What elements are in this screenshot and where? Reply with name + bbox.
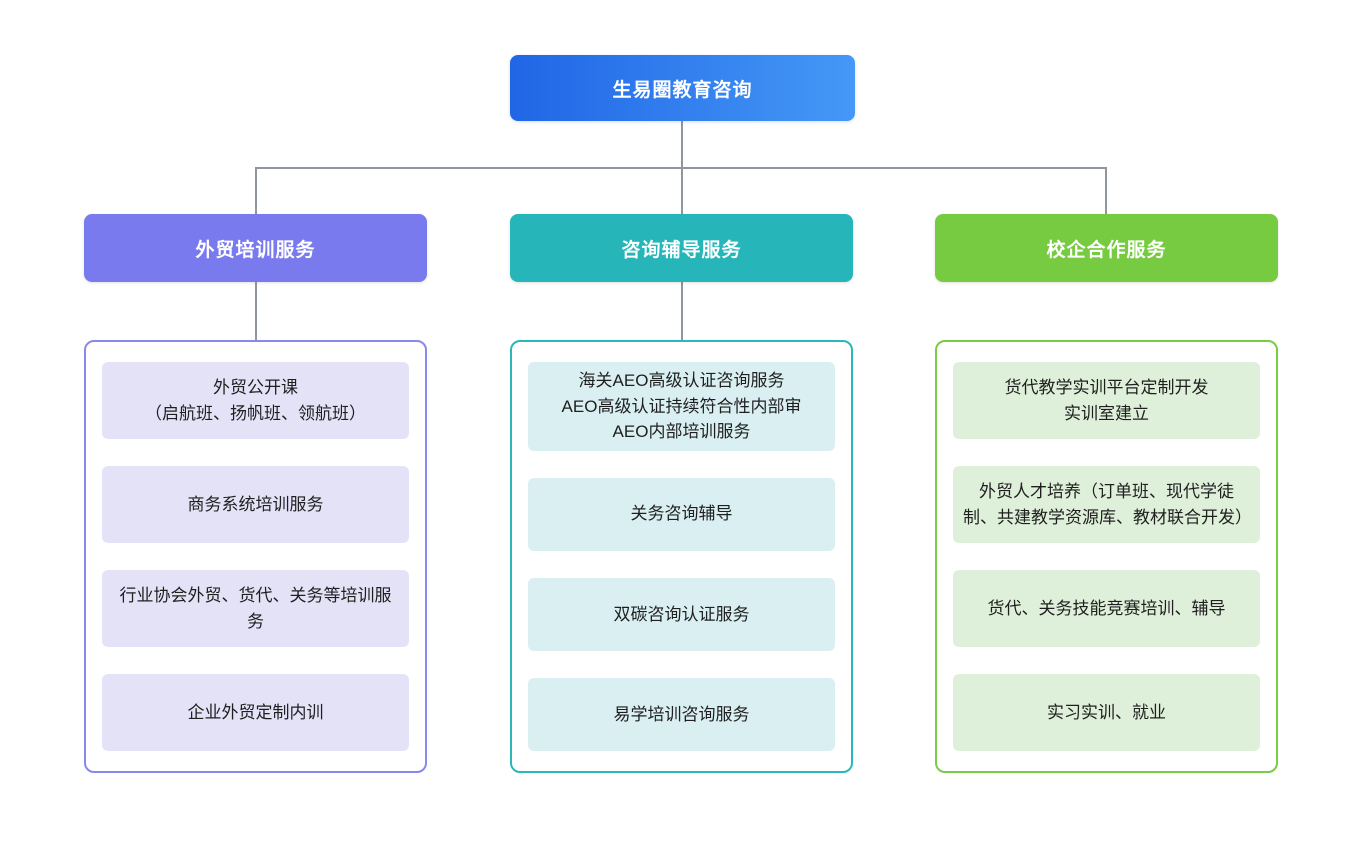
service-item: 商务系统培训服务 [102,466,409,543]
branch-container-consulting-coaching: 海关AEO高级认证咨询服务 AEO高级认证持续符合性内部审 AEO内部培训服务 … [510,340,853,773]
service-item-label: 企业外贸定制内训 [187,702,324,722]
branch-header-label: 外贸培训服务 [195,239,316,261]
service-item-label: 实习实训、就业 [1047,702,1166,722]
connector-bus-to-right-header [1105,167,1107,214]
branch-header-label: 校企合作服务 [1046,239,1167,261]
connector-center-header-to-container [681,282,683,340]
service-item-label: 外贸公开课 （启航班、扬帆班、领航班） [145,378,366,423]
service-item: 实习实训、就业 [953,674,1260,751]
service-item: 关务咨询辅导 [528,477,835,551]
connector-bus-to-left-header [255,167,257,214]
service-item-label: 关务咨询辅导 [630,504,733,524]
branch-header-consulting-coaching: 咨询辅导服务 [510,214,853,282]
service-item: 企业外贸定制内训 [102,674,409,751]
service-item: 外贸人才培养（订单班、现代学徒制、共建教学资源库、教材联合开发） [953,466,1260,543]
service-item: 易学培训咨询服务 [528,677,835,752]
connector-bus [255,167,1106,169]
service-item-label: 海关AEO高级认证咨询服务 AEO高级认证持续符合性内部审 AEO内部培训服务 [561,371,802,441]
service-item-label: 双碳咨询认证服务 [613,604,750,624]
service-item-label: 商务系统培训服务 [187,494,324,514]
service-item-label: 货代教学实训平台定制开发 实训室建立 [1004,378,1209,423]
service-item-label: 行业协会外贸、货代、关务等培训服务 [119,586,392,631]
branch-header-label: 咨询辅导服务 [621,239,742,261]
service-item: 海关AEO高级认证咨询服务 AEO高级认证持续符合性内部审 AEO内部培训服务 [528,362,835,451]
branch-header-school-enterprise: 校企合作服务 [935,214,1278,282]
service-item: 双碳咨询认证服务 [528,577,835,651]
service-item: 货代教学实训平台定制开发 实训室建立 [953,362,1260,439]
root-node-label: 生易圈教育咨询 [612,79,753,101]
service-item: 行业协会外贸、货代、关务等培训服务 [102,570,409,647]
service-item: 外贸公开课 （启航班、扬帆班、领航班） [102,362,409,439]
branch-container-school-enterprise: 货代教学实训平台定制开发 实训室建立 外贸人才培养（订单班、现代学徒制、共建教学… [935,340,1278,773]
service-item: 货代、关务技能竞赛培训、辅导 [953,570,1260,647]
service-item-label: 易学培训咨询服务 [613,704,750,724]
service-item-label: 货代、关务技能竞赛培训、辅导 [987,598,1226,618]
branch-header-trade-training: 外贸培训服务 [84,214,427,282]
root-node: 生易圈教育咨询 [510,55,855,121]
branch-container-trade-training: 外贸公开课 （启航班、扬帆班、领航班） 商务系统培训服务 行业协会外贸、货代、关… [84,340,427,773]
service-item-label: 外贸人才培养（订单班、现代学徒制、共建教学资源库、教材联合开发） [963,482,1252,527]
connector-left-header-to-container [255,282,257,340]
